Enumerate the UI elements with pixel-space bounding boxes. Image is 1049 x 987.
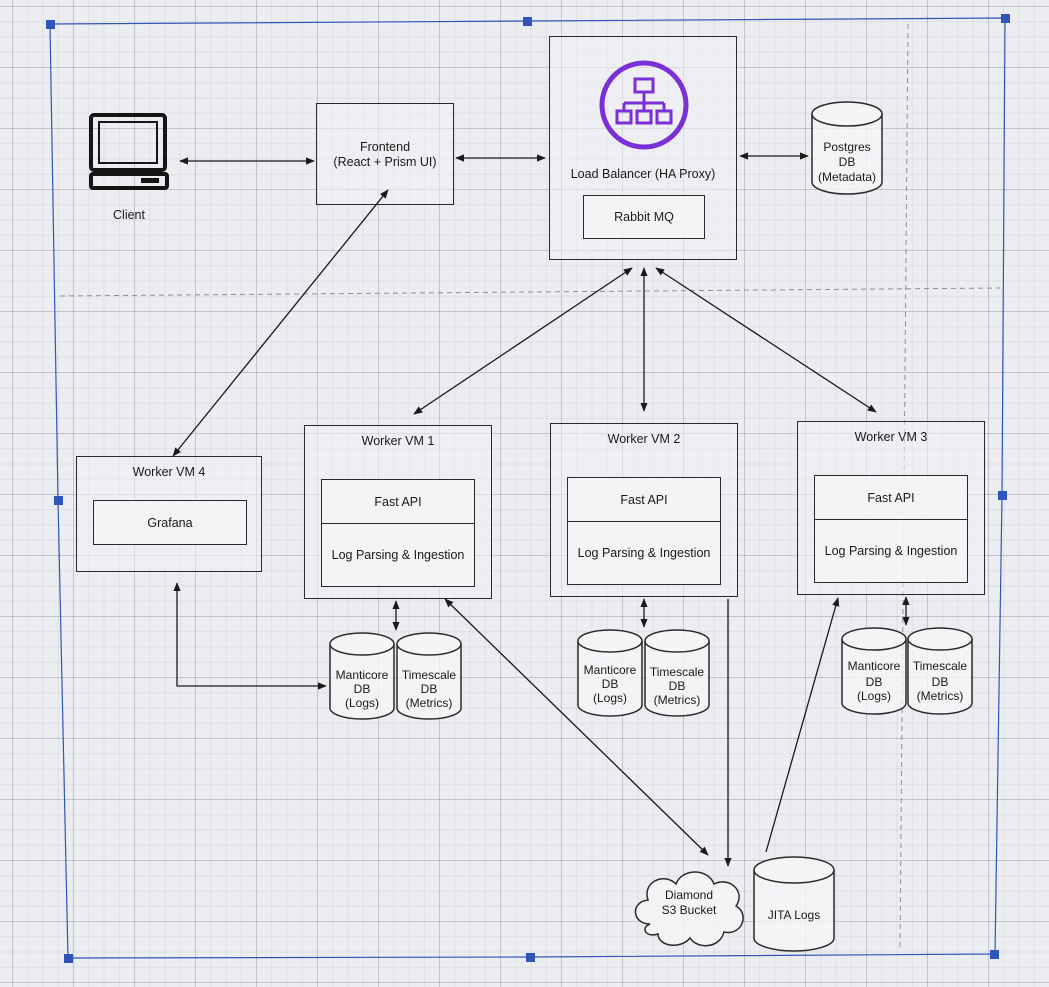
db-line-3: (Metrics) — [916, 689, 964, 703]
resize-handle-right[interactable] — [998, 491, 1007, 500]
grafana-manticore-connector — [173, 582, 327, 690]
worker1-s3-connector — [444, 598, 709, 856]
lb-worker1-connector — [413, 267, 633, 415]
grafana-box[interactable]: Grafana — [93, 500, 247, 545]
manticore-cylinder-shape — [329, 632, 395, 720]
db-line-3: (Metrics) — [405, 696, 453, 710]
log-parsing-box[interactable]: Log Parsing & Ingestion — [568, 521, 720, 584]
timescale-cylinder-shape — [907, 627, 973, 715]
lb-worker3-connector — [655, 267, 877, 413]
load-balancer-box[interactable]: Load Balancer (HA Proxy) Rabbit MQ — [549, 36, 737, 260]
worker-vm-1-box[interactable]: Worker VM 1 Fast API Log Parsing & Inges… — [304, 425, 492, 599]
worker-vm-3-title: Worker VM 3 — [854, 430, 928, 444]
manticore-db-1[interactable]: Manticore DB (Logs) — [328, 630, 396, 720]
resize-handle-left[interactable] — [54, 496, 63, 505]
worker-vm-3-box[interactable]: Worker VM 3 Fast API Log Parsing & Inges… — [797, 421, 985, 595]
db-line-3: (Logs) — [856, 689, 891, 703]
client-node[interactable]: Client — [86, 112, 176, 224]
frontend-subtitle: (React + Prism UI) — [333, 155, 437, 169]
resize-handle-top-right[interactable] — [1001, 14, 1010, 23]
resize-handle-top-left[interactable] — [46, 20, 55, 29]
desktop-computer-icon — [89, 113, 169, 190]
load-balancer-label: Load Balancer (HA Proxy) — [570, 167, 716, 181]
frontend-title: Frontend — [359, 140, 411, 154]
worker-vm-4-title: Worker VM 4 — [132, 465, 206, 479]
jita-cylinder-shape — [753, 856, 835, 952]
worker-vm-2-services: Fast API Log Parsing & Ingestion — [567, 477, 721, 585]
resize-handle-bottom-left[interactable] — [64, 954, 73, 963]
s3-bucket[interactable]: Diamond S3 Bucket — [628, 862, 750, 952]
worker-vm-3-services: Fast API Log Parsing & Ingestion — [814, 475, 968, 583]
manticore-db-3[interactable]: Manticore DB (Logs) — [840, 625, 908, 715]
rabbit-mq-box[interactable]: Rabbit MQ — [583, 195, 705, 239]
db-line-1: Timescale — [912, 659, 968, 673]
fast-api-box[interactable]: Fast API — [620, 492, 668, 507]
postgres-line-2: DB — [838, 155, 856, 169]
db-line-2: DB — [931, 675, 949, 689]
resize-handle-top[interactable] — [523, 17, 532, 26]
s3-line-2: S3 Bucket — [661, 903, 717, 917]
log-parsing-box[interactable]: Log Parsing & Ingestion — [322, 523, 474, 586]
s3-line-1: Diamond — [664, 888, 714, 902]
log-parsing-box[interactable]: Log Parsing & Ingestion — [815, 519, 967, 582]
jita-label: JITA Logs — [767, 908, 821, 922]
db-line-1: Manticore — [847, 659, 901, 673]
worker-vm-2-box[interactable]: Worker VM 2 Fast API Log Parsing & Inges… — [550, 423, 738, 597]
resize-handle-bottom[interactable] — [526, 953, 535, 962]
fast-api-box[interactable]: Fast API — [374, 494, 422, 509]
worker-vm-4-box[interactable]: Worker VM 4 Grafana — [76, 456, 262, 572]
resize-handle-bottom-right[interactable] — [990, 950, 999, 959]
worker-vm-1-services: Fast API Log Parsing & Ingestion — [321, 479, 475, 587]
postgres-line-3: (Metadata) — [817, 170, 877, 184]
postgres-db[interactable]: Postgres DB (Metadata) — [810, 98, 884, 196]
postgres-line-1: Postgres — [823, 140, 871, 154]
postgres-cylinder-shape — [811, 101, 883, 195]
db-line-3: (Logs) — [344, 696, 379, 710]
fast-api-box[interactable]: Fast API — [867, 490, 915, 505]
timescale-db-3[interactable]: Timescale DB (Metrics) — [906, 625, 974, 715]
db-line-1: Manticore — [335, 668, 389, 682]
db-line-2: DB — [420, 682, 438, 696]
db-line-2: DB — [353, 682, 371, 696]
cloud-shape — [634, 871, 744, 947]
worker3-jita-connector — [765, 597, 840, 853]
network-hierarchy-icon — [599, 60, 689, 150]
db-line-1: Timescale — [401, 668, 457, 682]
manticore-cylinder-shape — [841, 627, 907, 715]
worker-vm-2-title: Worker VM 2 — [607, 432, 681, 446]
client-label: Client — [113, 208, 145, 222]
jita-logs-db[interactable]: JITA Logs — [752, 854, 836, 954]
db-line-2: DB — [865, 675, 883, 689]
frontend-grafana-connector — [172, 189, 389, 457]
